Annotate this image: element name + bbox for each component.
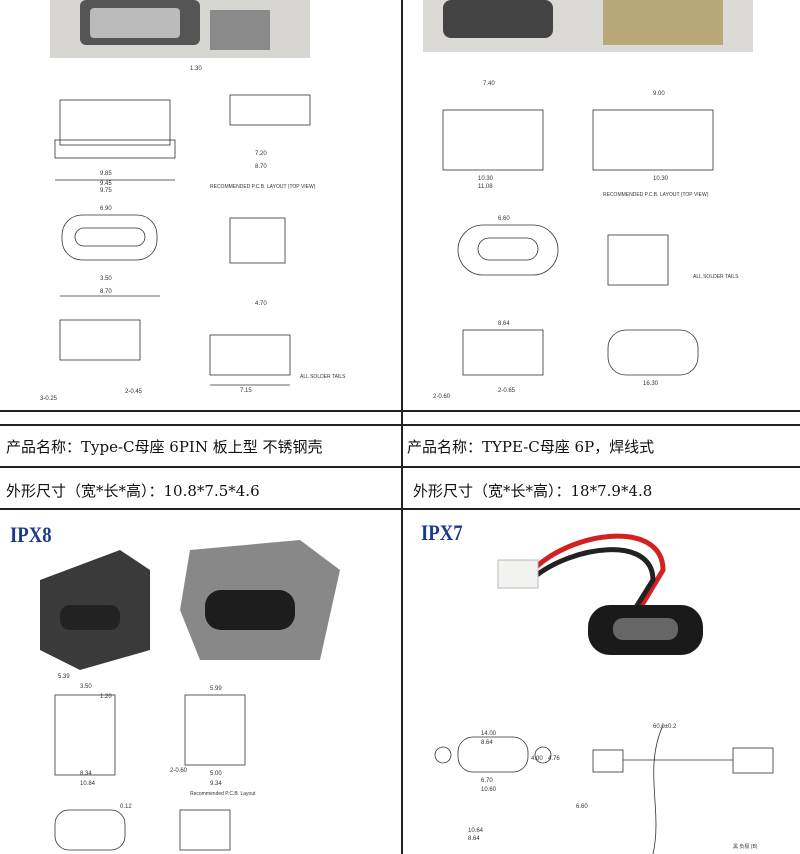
dim-label: 8.70 <box>255 164 267 170</box>
dim-label: 8.64 <box>498 321 510 327</box>
product-1-technical-drawing: 9.85 9.45 9.75 7.20 8.70 6.90 3.50 8.70 … <box>40 0 346 402</box>
dim-label: 8.70 <box>100 289 112 295</box>
drawing-note: ALL SOLDER TAILS <box>300 374 346 380</box>
dim-label: 1.30 <box>190 66 202 72</box>
dim-label: 5.39 <box>58 674 70 680</box>
dim-label: 4.00 <box>531 756 543 762</box>
dim-label: 9.75 <box>100 188 112 194</box>
dim-label: 16.30 <box>643 381 659 387</box>
dim-label: 10.30 <box>478 176 494 182</box>
ipx7-drawing: 14.00 8.64 6.70 10.60 60.0±0.2 4.00 4.76… <box>434 533 774 854</box>
product-2-bottom-cell: IPX7 14.00 8.64 6.70 10.60 60.0±0.2 4.00… <box>403 510 800 854</box>
dim-label: 0.12 <box>120 804 132 810</box>
dim-label: 9.45 <box>100 181 112 187</box>
product-1-size: 外形尺寸（宽*长*高）：10.8*7.5*4.6 <box>6 482 260 500</box>
drawing-note: RECOMMENDED P.C.B. LAYOUT (TOP VIEW) <box>210 184 316 190</box>
dim-label: 8.64 <box>468 836 480 842</box>
product-2-size: 外形尺寸（宽*长*高）：18*7.9*4.8 <box>413 482 653 500</box>
dim-label: 9.85 <box>100 171 112 177</box>
dim-label: 6.60 <box>576 804 588 810</box>
dim-label: 1.20 <box>100 694 112 700</box>
product-1-bottom-cell: IPX8 5.39 3.50 1.20 8.34 10.84 5.99 5.00… <box>0 510 401 854</box>
dim-label: 7.15 <box>240 388 252 394</box>
dim-label: 14.00 <box>481 731 497 737</box>
dim-label: 2-0.60 <box>433 394 451 400</box>
drawing-note: RECOMMENDED P.C.B. LAYOUT (TOP VIEW) <box>603 192 709 198</box>
dim-label: 10.84 <box>80 781 96 787</box>
dim-label: 5.99 <box>210 686 222 692</box>
dim-label: 10.60 <box>481 787 497 793</box>
dim-label: 2-0.65 <box>498 388 516 394</box>
dim-label: 5.00 <box>210 771 222 777</box>
product-1-drawing-cell: 9.85 9.45 9.75 7.20 8.70 6.90 3.50 8.70 … <box>0 0 401 410</box>
dim-label: 6.60 <box>498 216 510 222</box>
table-border <box>0 424 800 426</box>
dim-label: 6.90 <box>100 206 112 212</box>
ipx8-badge: IPX8 <box>10 522 52 547</box>
drawing-note: 黑 负极 (B) <box>733 843 758 850</box>
dim-label: 3.50 <box>80 684 92 690</box>
product-2-name: 产品名称：TYPE-C母座 6P，焊线式 <box>407 438 655 456</box>
dim-label: 7.40 <box>483 81 495 87</box>
table-border <box>0 466 800 468</box>
dim-label: 3-0.25 <box>40 396 58 402</box>
dim-label: 6.70 <box>481 778 493 784</box>
dim-label: 60.0±0.2 <box>653 724 677 730</box>
dim-label: 7.20 <box>255 151 267 157</box>
dim-label: 9.00 <box>653 91 665 97</box>
dim-label: 11.08 <box>478 184 493 190</box>
dim-label: 2-0.45 <box>125 389 143 395</box>
dim-label: 4.76 <box>548 756 560 762</box>
product-1-name: 产品名称：Type-C母座 6PIN 板上型 不锈钢壳 <box>6 438 323 456</box>
table-border <box>0 508 800 510</box>
product-2-drawing-cell: 7.40 10.30 11.08 9.00 10.30 6.60 8.64 16… <box>403 0 800 410</box>
dim-label: 10.64 <box>468 828 484 834</box>
dim-label: 4.70 <box>255 301 267 307</box>
product-2-technical-drawing: 7.40 10.30 11.08 9.00 10.30 6.60 8.64 16… <box>423 0 753 400</box>
dim-label: 8.64 <box>481 740 493 746</box>
drawing-note: ALL SOLDER TAILS <box>693 274 739 280</box>
column-divider <box>401 0 403 854</box>
dim-label: 10.30 <box>653 176 669 182</box>
table-border <box>0 410 800 412</box>
dim-label: 8.34 <box>80 771 92 777</box>
ipx8-drawing: 5.39 3.50 1.20 8.34 10.84 5.99 5.00 9.34… <box>40 540 340 851</box>
dim-label: 3.50 <box>100 276 112 282</box>
dim-label: 2-0.60 <box>170 768 188 774</box>
dim-label: 9.34 <box>210 781 222 787</box>
drawing-note: Recommended P.C.B. Layout <box>190 791 256 797</box>
ipx7-badge: IPX7 <box>421 520 463 545</box>
